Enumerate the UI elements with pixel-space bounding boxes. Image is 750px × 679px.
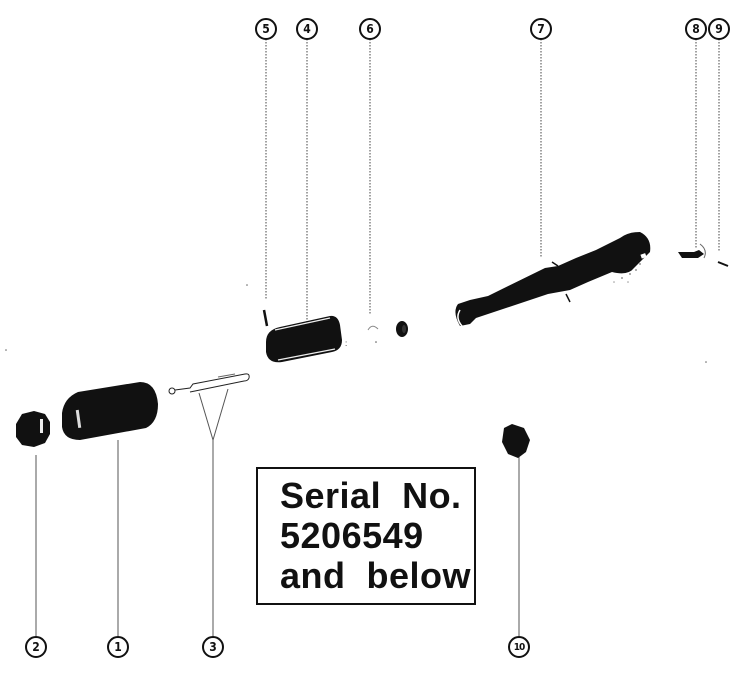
callout-6: 6 xyxy=(359,18,381,40)
callout-9: 9 xyxy=(708,18,730,40)
callout-8: 8 xyxy=(685,18,707,40)
part-1-grip-sleeve xyxy=(62,382,158,440)
part-5-clip xyxy=(262,309,269,327)
part-3-pin xyxy=(168,373,250,395)
part-4-sleeve: : xyxy=(266,315,347,363)
callout-5: 5 xyxy=(255,18,277,40)
serial-note-line-2: 5206549 xyxy=(280,515,424,556)
bottom-leader-lines xyxy=(35,388,520,636)
callout-2: 2 xyxy=(25,636,47,658)
callout-10: 10 xyxy=(508,636,530,658)
callout-7: 7 xyxy=(530,18,552,40)
callout-3: 3 xyxy=(202,636,224,658)
part-8-screw xyxy=(678,243,706,259)
serial-note-line-3: and below xyxy=(280,555,472,596)
callout-4: 4 xyxy=(296,18,318,40)
part-2-knob xyxy=(16,411,50,447)
serial-note-line-1: Serial No. xyxy=(280,475,462,516)
part-9-pin xyxy=(717,261,729,267)
part-6-washer xyxy=(367,321,408,343)
serial-number-note: Serial No. 5206549 and below xyxy=(256,467,476,605)
svg-text::: : xyxy=(345,339,347,348)
leader-lines xyxy=(265,39,720,330)
callout-1: 1 xyxy=(107,636,129,658)
part-7-housing xyxy=(455,232,651,327)
part-10-cap xyxy=(502,424,530,458)
